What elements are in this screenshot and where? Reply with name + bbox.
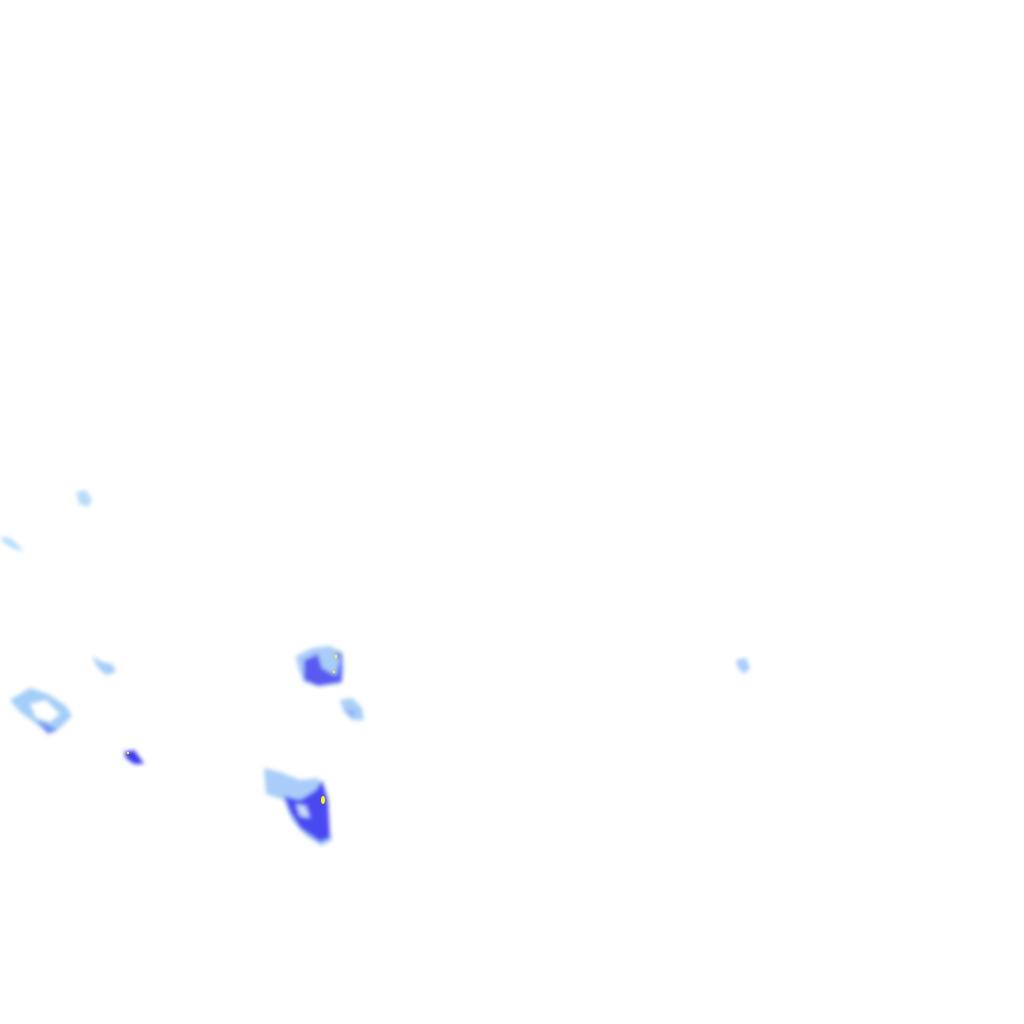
echo-cell-far-west-2 <box>0 537 24 551</box>
echo-cell-central-mid <box>340 698 364 720</box>
echo-cell-east <box>736 658 750 674</box>
peak-mark <box>333 671 335 673</box>
echo-cell-west-ring <box>10 688 72 734</box>
peak-mark <box>335 655 337 658</box>
echo-cell-far-west-1 <box>76 490 92 507</box>
peak-mark <box>321 796 325 804</box>
echo-cell-west-3 <box>92 656 116 675</box>
peak-mark <box>127 752 129 754</box>
echo-cell-central-north <box>296 646 344 686</box>
peak-intensity-marks <box>127 655 337 804</box>
echo-cell-central-south <box>264 768 332 846</box>
